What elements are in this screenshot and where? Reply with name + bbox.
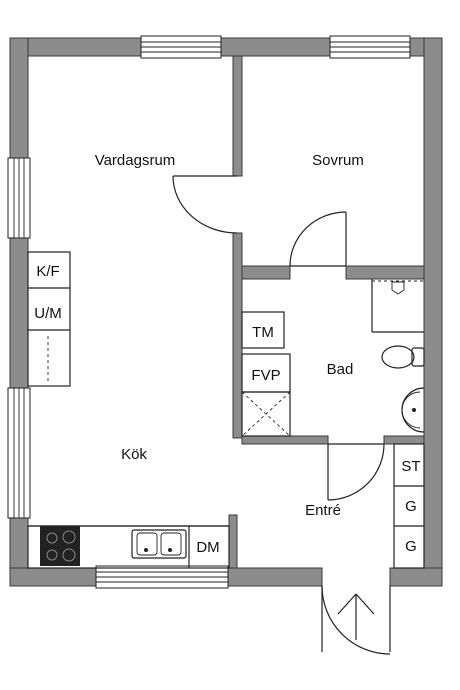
sink-icon	[131, 529, 187, 559]
window-left-lower	[7, 387, 31, 519]
door-bath	[289, 211, 347, 267]
fridge-cabinet	[27, 251, 71, 387]
wall-bath-bottom-right	[383, 435, 425, 445]
bath-fixtures	[371, 279, 425, 433]
bath-cabinets: TM FVP	[241, 311, 291, 437]
door-entrance-inner	[327, 443, 385, 501]
label-tm: TM	[252, 324, 274, 341]
wall-bedroom-bath-right	[345, 265, 425, 280]
window-top-right	[329, 35, 411, 59]
window-left-upper	[7, 157, 31, 239]
wall-stub-kitchen	[228, 514, 238, 569]
label-fvp: FVP	[251, 367, 280, 384]
label-g2: G	[405, 538, 417, 555]
label-um: U/M	[34, 305, 62, 322]
wall-bath-bottom-left	[241, 435, 329, 445]
outer-wall-right	[423, 37, 443, 587]
walls	[9, 37, 443, 587]
label-g1: G	[405, 498, 417, 515]
room-kok: Kök	[121, 446, 147, 463]
label-st: ST	[401, 458, 420, 475]
label-dm: DM	[196, 539, 219, 556]
room-labels: Vardagsrum Sovrum Bad Kök Entré	[95, 152, 364, 519]
basin	[401, 387, 425, 433]
room-sovrum: Sovrum	[312, 152, 364, 169]
door-entrance	[321, 585, 391, 655]
door-bedroom	[172, 175, 238, 234]
room-bad: Bad	[327, 361, 354, 378]
outer-wall-bottom-right	[389, 567, 443, 587]
toilet-icon	[381, 345, 425, 369]
kitchen-counter: DM	[27, 525, 230, 569]
wall-living-bath	[232, 232, 243, 439]
stove-icon	[40, 526, 80, 566]
window-top-left	[140, 35, 222, 59]
shower	[371, 279, 424, 333]
wall-living-bedroom	[232, 55, 243, 177]
room-entre: Entré	[305, 502, 341, 519]
left-cabinets: K/F U/M	[27, 251, 71, 387]
doors	[172, 175, 391, 655]
label-kf: K/F	[36, 263, 59, 280]
wall-bedroom-bath-left	[241, 265, 291, 280]
entrance-cabinets: ST G G	[393, 443, 425, 569]
windows	[7, 35, 411, 589]
window-bottom	[95, 565, 229, 589]
up-arrow-icon	[337, 593, 375, 640]
room-vardagsrum: Vardagsrum	[95, 152, 176, 169]
